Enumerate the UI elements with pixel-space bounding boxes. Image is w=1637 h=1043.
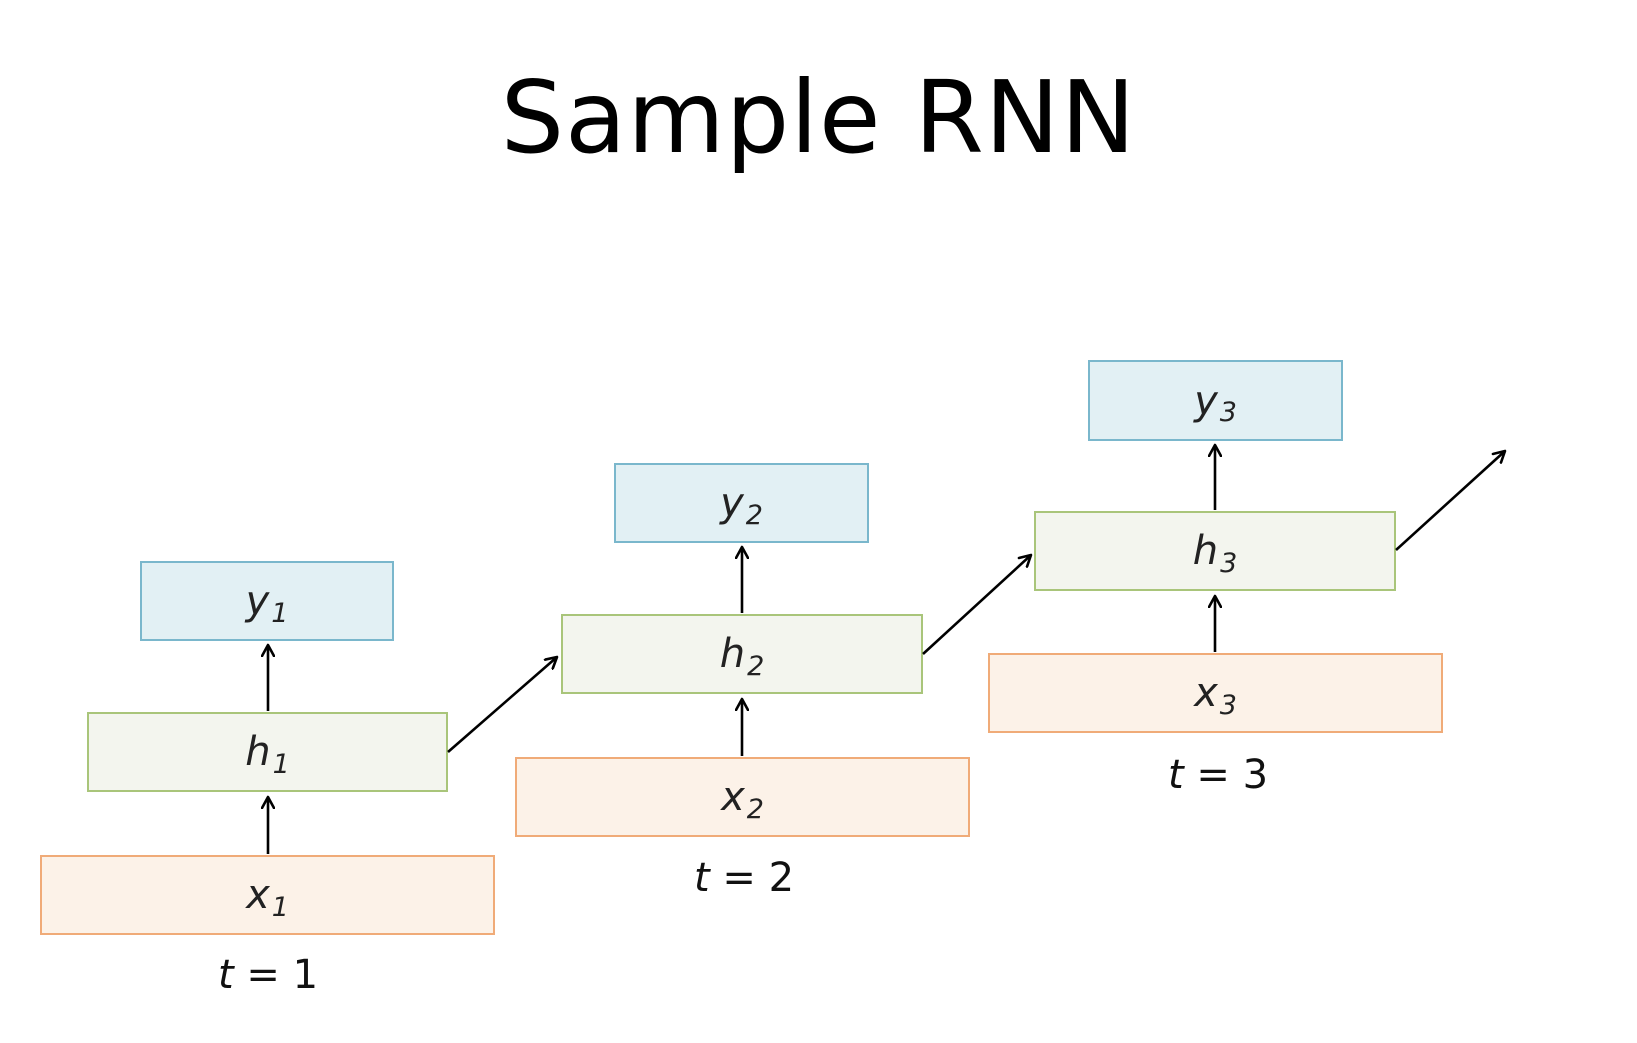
arrow-hidden1-to-hidden2 [447,657,557,753]
hidden-node-1-subscript: 1 [272,748,290,780]
input-node-3-subscript: 3 [1219,689,1237,721]
time-label-1-eq: = [233,952,293,998]
input-node-1-subscript: 1 [271,891,289,923]
time-label-3-var: t [1167,752,1184,798]
arrow-hidden3-to-next [1395,451,1505,551]
time-label-3-val: 3 [1242,752,1269,798]
output-node-1-subscript: 1 [271,597,289,629]
hidden-node-3-symbol: h [1192,528,1219,574]
time-label-3: t = 3 [1098,752,1338,798]
input-node-2-subscript: 2 [746,793,764,825]
time-label-1-val: 1 [292,952,319,998]
hidden-node-3-subscript: 3 [1220,547,1238,579]
time-label-2-var: t [693,855,710,901]
input-node-1-symbol: x [246,872,270,918]
output-node-2-symbol: y [720,480,744,526]
time-label-1: t = 1 [148,952,388,998]
output-node-3-symbol: y [1194,377,1218,424]
output-node-3-subscript: 3 [1219,397,1237,428]
hidden-node-2-symbol: h [719,631,746,677]
hidden-node-1-symbol: h [245,729,271,775]
page-title: Sample RNN [500,59,1137,176]
time-label-2: t = 2 [624,855,864,901]
time-label-2-eq: = [709,855,769,901]
time-label-1-var: t [217,952,234,998]
input-node-3-symbol: x [1194,670,1218,716]
arrow-hidden2-to-hidden3 [922,555,1031,655]
time-label-2-val: 2 [768,855,795,901]
hidden-node-2-subscript: 2 [747,650,765,682]
time-label-3-eq: = [1183,752,1243,798]
input-node-2-symbol: x [721,774,745,820]
output-node-2-subscript: 2 [745,499,763,531]
output-node-1-symbol: y [245,578,270,624]
